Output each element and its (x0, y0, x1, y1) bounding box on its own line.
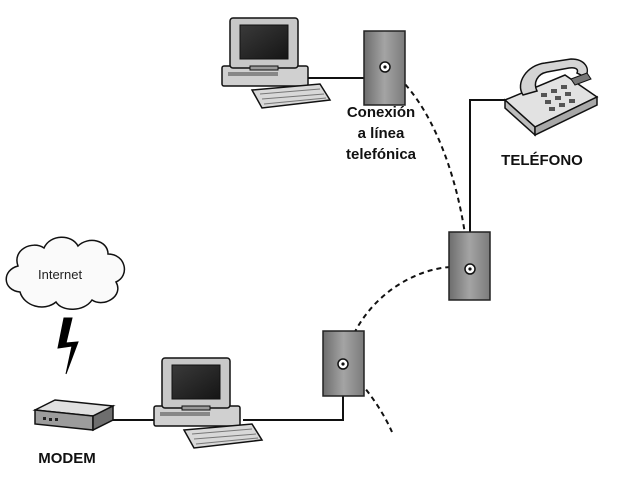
conexion-label-line3: telefónica (345, 146, 417, 163)
modem-icon (32, 399, 116, 432)
conexion-label-line2: a línea (357, 125, 405, 142)
wall-jack-icon (448, 231, 491, 301)
internet-label: Internet (38, 267, 83, 282)
conexion-label: Conexión a línea telefónica (326, 102, 436, 165)
conexion-label-line1: Conexión (346, 104, 416, 121)
modem-label: MODEM (38, 450, 96, 467)
desktop-computer-icon (221, 17, 332, 109)
telephone-icon (503, 58, 599, 137)
lightning-bolt-icon (57, 317, 79, 375)
wall-jack-icon (322, 330, 365, 397)
telefono-label: TELÉFONO (501, 152, 583, 169)
desktop-computer-icon (153, 357, 264, 449)
cloud-icon (5, 236, 126, 310)
wall-jack-icon (363, 30, 406, 106)
